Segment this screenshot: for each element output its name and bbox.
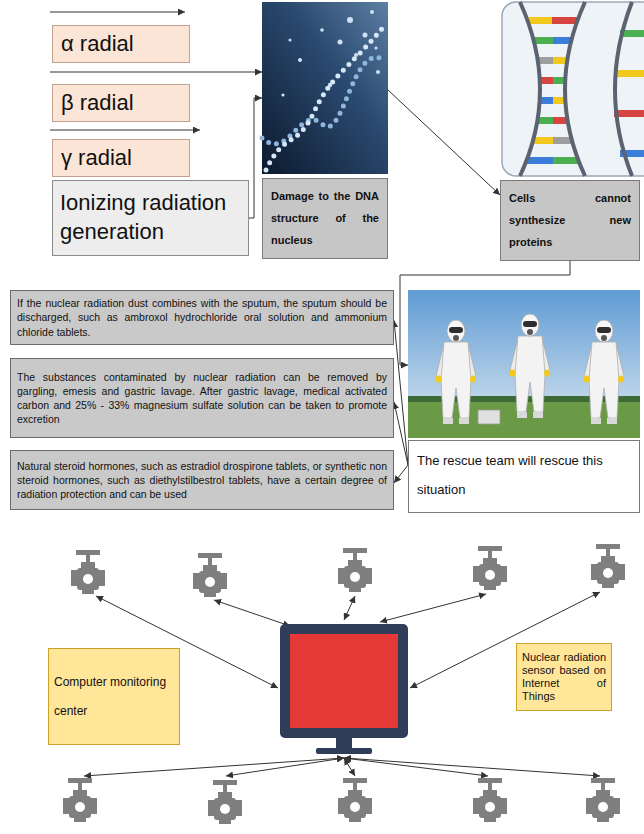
flow-arrow [400,261,570,365]
source-box: Ionizing radiation generation [52,180,249,256]
note-box: Nuclear radiation sensor based on Intern… [516,643,612,711]
flow-arrow [388,90,500,195]
radiation-arrows [50,12,262,130]
node-text: The rescue team will rescue this situati… [408,440,640,513]
image-caption-box: Cells cannot synthesize new proteins [500,0,640,261]
node-text: Ionizing radiation generation [60,189,241,246]
note-box: Computer monitoring center [48,648,180,745]
measure-box: If the nuclear radiation dust combines w… [10,290,394,345]
node-text: β radial [61,90,181,116]
node-text: γ radial [61,145,181,171]
measure-box: Natural steroid hormones, such as estrad… [10,450,394,510]
radiation-type-box: β radial [52,84,190,122]
dna-image [262,2,388,174]
node-text: Nuclear radiation sensor based on Intern… [522,651,606,704]
monitor-icon [280,624,408,754]
dna-helix-image [502,2,644,176]
node-text: If the nuclear radiation dust combines w… [17,296,387,339]
flow-arrow [394,320,408,465]
radiation-type-box: α radial [52,25,190,63]
flow-arrow [249,98,262,218]
node-text: Cells cannot synthesize new proteins [500,180,640,261]
node-text: Computer monitoring center [54,668,174,726]
rescue-photo [408,290,640,438]
image-caption-box: The rescue team will rescue this situati… [408,290,640,513]
node-text: Damage to the DNA structure of the nucle… [262,178,388,259]
node-text: Natural steroid hormones, such as estrad… [17,459,387,502]
flow-arrow [394,465,408,483]
flow-arrow [394,402,408,465]
node-text: α radial [61,31,181,57]
measure-box: The substances contaminated by nuclear r… [10,358,394,438]
image-caption-box: Damage to the DNA structure of the nucle… [262,2,388,259]
radiation-type-box: γ radial [52,139,190,177]
node-text: The substances contaminated by nuclear r… [17,370,387,427]
